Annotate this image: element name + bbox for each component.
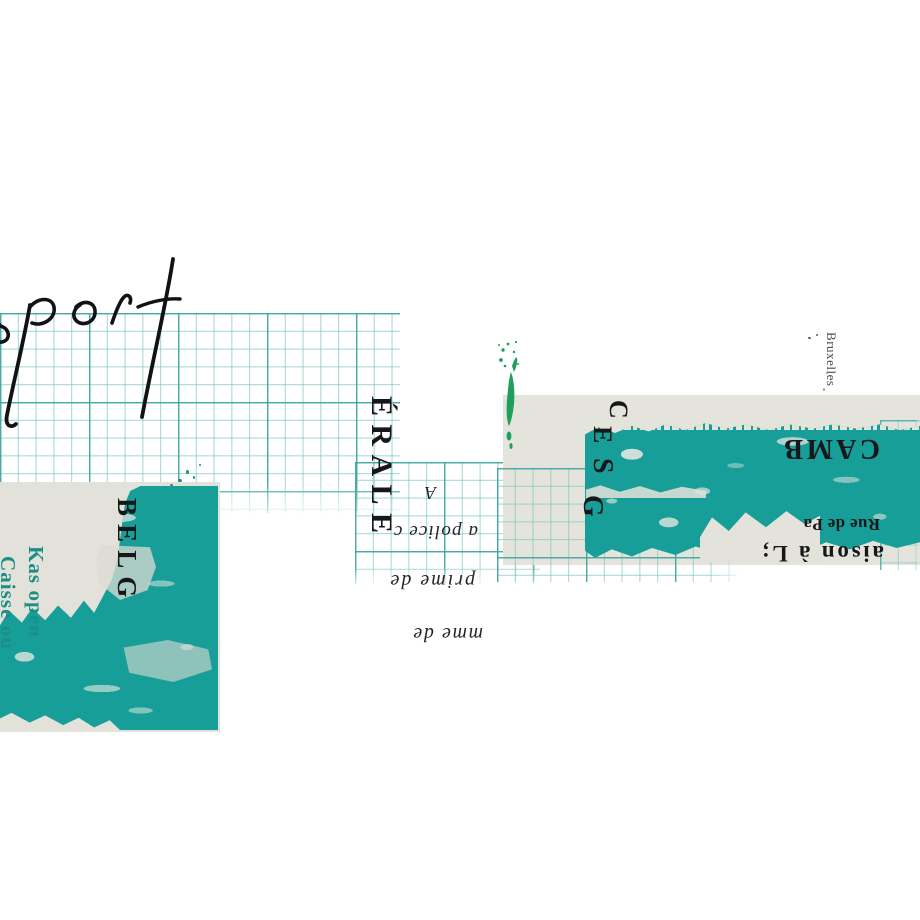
- ink-speck: [823, 388, 825, 391]
- stamp-camb: CAMB: [781, 433, 880, 464]
- typed-line-mme-de: mme de: [411, 623, 483, 645]
- stamp-letter-e: E: [588, 426, 617, 450]
- typed-line-rue-de-pa: Rue de Pa: [803, 515, 880, 534]
- ink-speck: [186, 470, 189, 474]
- typed-line-a: A: [425, 483, 436, 503]
- handwriting-eport: [0, 245, 210, 435]
- typed-line-prime-de: prime de: [388, 570, 475, 592]
- ink-speck: [199, 464, 201, 466]
- teal-line-kas-open: Kas open: [24, 546, 48, 638]
- teal-line-caisse-ou: Caisse ou: [0, 556, 20, 651]
- typed-line-a-police-c: a police c: [392, 521, 478, 542]
- stamp-letter-s: S: [587, 458, 618, 480]
- ink-speck: [193, 476, 195, 479]
- stamp-letter-g: G: [577, 495, 608, 523]
- small-vertical-text-bruxelles: Bruxelles: [824, 332, 839, 387]
- typed-line-aison-a-l: aison à L;: [759, 541, 884, 566]
- ink-speck: [816, 334, 818, 336]
- stamp-letter-c: C: [604, 400, 633, 425]
- stamp-belg: BELG: [112, 498, 142, 606]
- stamp-erale: ÉRALE: [365, 396, 398, 542]
- ink-speck: [808, 337, 811, 339]
